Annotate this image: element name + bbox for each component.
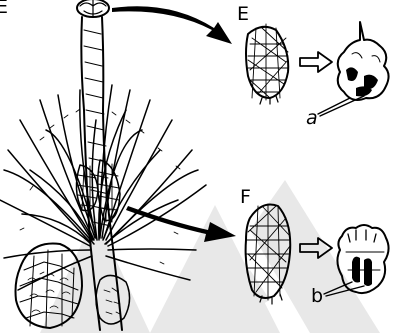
cone-E (246, 24, 288, 104)
hollow-arrow-E (300, 52, 332, 72)
scale-a (338, 22, 389, 100)
svg-text:b: b (311, 285, 323, 307)
label-F: F (240, 186, 251, 208)
corner-label-fragment: E (0, 0, 8, 18)
label-a: a (306, 96, 364, 129)
label-E: E (237, 3, 249, 25)
arrow-to-E (112, 6, 232, 44)
terminal-cone-bud (77, 0, 109, 17)
svg-text:a: a (306, 107, 318, 129)
svg-text:E: E (0, 0, 8, 18)
svg-text:F: F (240, 186, 251, 208)
svg-text:E: E (237, 3, 249, 25)
